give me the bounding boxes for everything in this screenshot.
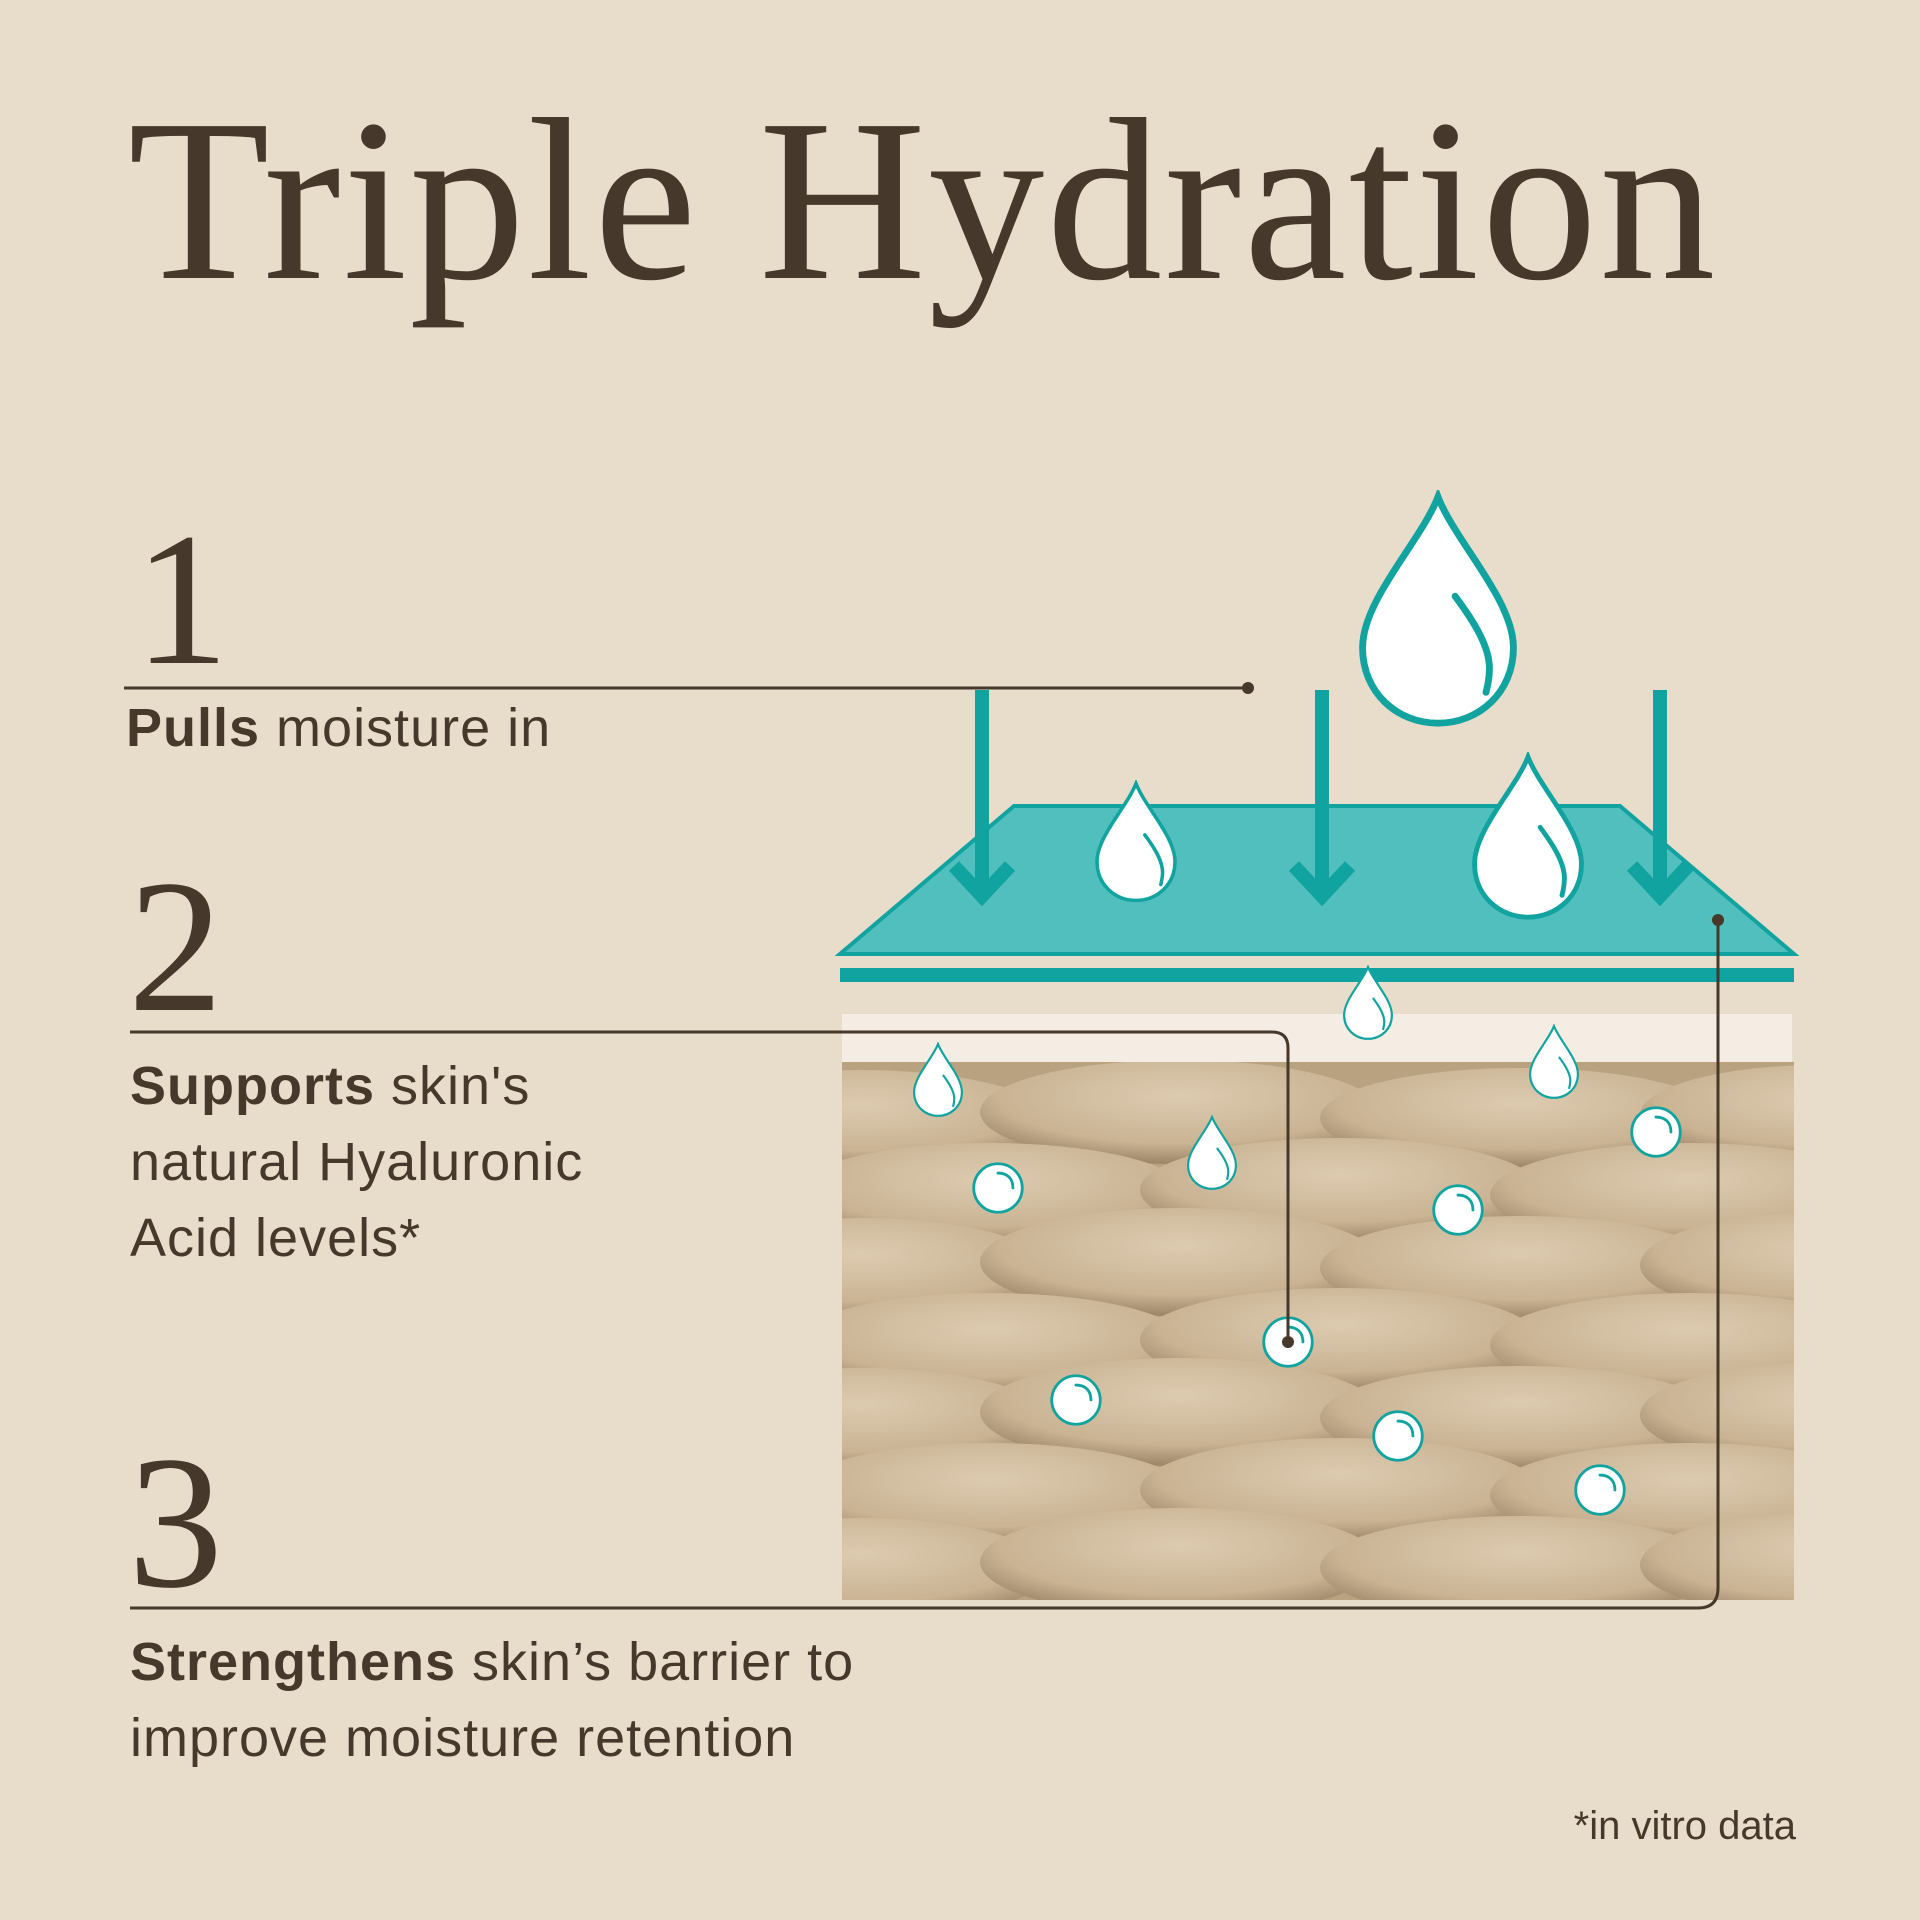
step-2-description: Supports skin's natural Hyaluronic Acid … [130,1048,583,1276]
step-1-bold: Pulls [126,698,261,758]
step-2-text-line-1: skin's [375,1056,531,1116]
step-1-number: 1 [134,495,229,705]
step-2-bold: Supports [130,1056,375,1116]
bubble-icon [1630,1106,1682,1158]
down-arrow-icon [1288,690,1356,907]
bubble-icon [1432,1184,1484,1236]
step-3-bold: Strengthens [130,1632,457,1692]
step-2-text-line-3: Acid levels* [130,1208,422,1268]
connector-line-3 [130,914,1724,1610]
step-2-number: 2 [128,842,223,1052]
connector-line-1 [124,682,1254,694]
bubble-icon [1050,1374,1102,1426]
step-3-text-line-2: improve moisture retention [130,1708,796,1768]
water-drop-icon [1475,757,1582,917]
connector-line-2 [130,1030,1294,1348]
down-arrow-icon [1626,690,1694,907]
step-3-description: Strengthens skin’s barrier to improve mo… [130,1624,854,1776]
footnote: *in vitro data [1573,1804,1796,1848]
water-drop-icon [1363,497,1514,723]
step-1-description: Pulls moisture in [126,690,551,766]
down-arrow-icon [948,690,1016,907]
step-3-text-line-1: skin’s barrier to [456,1632,855,1692]
bubble-icon [972,1162,1024,1214]
water-drop-icon [1095,781,1177,903]
step-1-text: moisture in [260,698,552,758]
bubble-icon [1574,1464,1626,1516]
bubble-icon [1372,1410,1424,1462]
step-2-text-line-2: natural Hyaluronic [130,1132,584,1192]
page-title: Triple Hydration [128,72,1718,329]
step-3-number: 3 [128,1418,223,1628]
